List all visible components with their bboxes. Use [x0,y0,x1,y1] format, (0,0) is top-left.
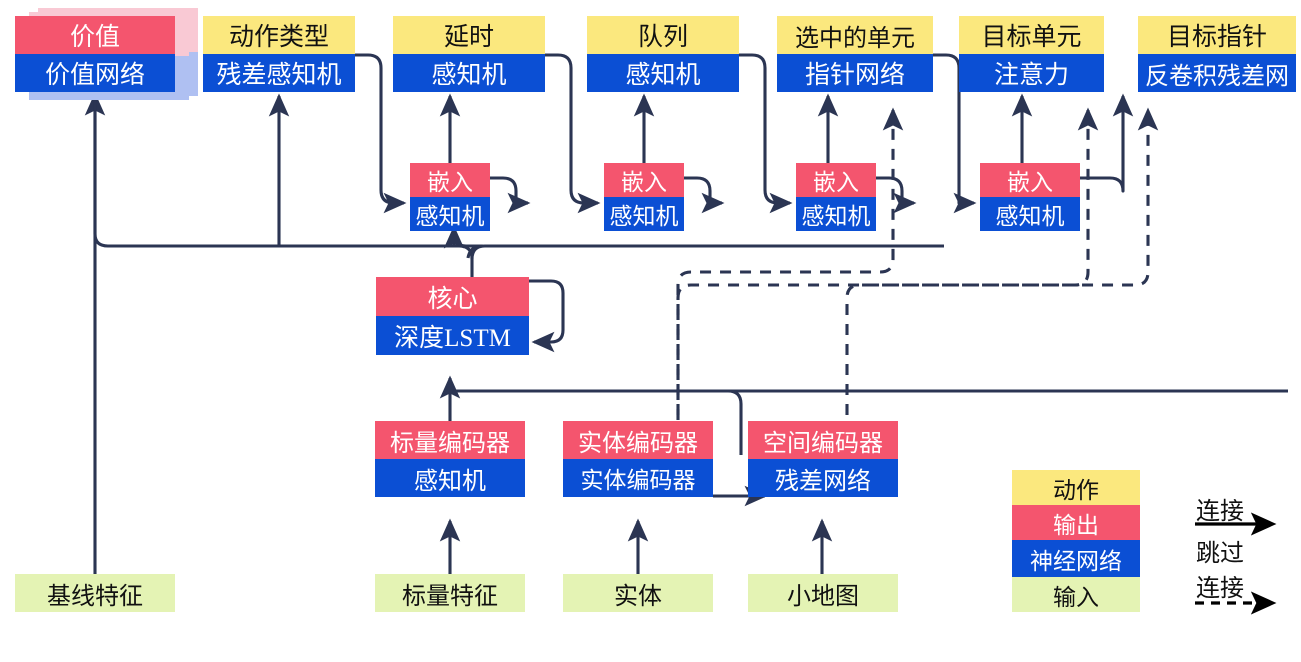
node-core[interactable]: 核心 深度LSTM [376,277,529,355]
node-target-unit[interactable]: 目标单元 注意力 [959,16,1104,92]
skip-spatialenc-to-targetpoint [845,107,1159,455]
legend-swatch-action: 动作 [1012,470,1140,505]
node-embed-1-top: 嵌入 [410,163,490,197]
node-value[interactable]: 价值 价值网络 [15,16,175,92]
node-spatial-encoder[interactable]: 空间编码器 残差网络 [748,421,898,497]
node-scalar-features[interactable]: 标量特征 [375,574,525,612]
node-embed-3-top: 嵌入 [796,163,876,197]
node-core-bottom: 深度LSTM [376,316,529,355]
node-scalar-encoder[interactable]: 标量编码器 感知机 [375,421,525,497]
wire-core-bus-right [470,244,944,260]
legend-swatch-input: 输入 [1012,577,1140,612]
node-target-point-bottom: 反卷积残差网 [1138,54,1296,92]
node-embed-3[interactable]: 嵌入 感知机 [796,163,876,231]
node-embed-1[interactable]: 嵌入 感知机 [410,163,490,231]
node-embed-1-bottom: 感知机 [410,197,490,231]
node-action-type-bottom: 残差感知机 [203,54,355,92]
node-spatial-encoder-bottom: 残差网络 [748,459,898,497]
node-selected-units-top: 选中的单元 [777,16,933,54]
node-minimap[interactable]: 小地图 [748,574,898,612]
legend-skip-label-line1: 跳过 [1196,541,1244,567]
node-embed-2[interactable]: 嵌入 感知机 [604,163,684,231]
node-selected-units-bottom: 指针网络 [777,54,933,92]
node-embed-2-bottom: 感知机 [604,197,684,231]
node-embed-2-top: 嵌入 [604,163,684,197]
node-queue-top: 队列 [587,16,739,54]
skip-entityenc-to-selunits [676,107,904,455]
node-baseline-features[interactable]: 基线特征 [15,574,175,612]
wire-embed2-to-embed3 [684,176,722,205]
wire-bus-to-embed1-stub [452,228,484,259]
node-queue[interactable]: 队列 感知机 [587,16,739,92]
node-entity-encoder-bottom: 实体编码器 [563,459,713,497]
wire-embed1-to-embed2 [490,176,528,205]
legend-skip-label-line2: 连接 [1196,576,1244,602]
skip-entityenc-to-targetunit [676,107,1099,440]
wire-core-recurrent [529,279,565,353]
node-queue-bottom: 感知机 [587,54,739,92]
legend-swatch-output: 输出 [1012,505,1140,540]
wire-embed4-to-targetpoint [1080,93,1134,193]
node-core-top: 核心 [376,277,529,316]
legend-swatch-network: 神经网络 [1012,540,1140,577]
node-delay-bottom: 感知机 [393,54,545,92]
node-action-type[interactable]: 动作类型 残差感知机 [203,16,355,92]
node-action-type-top: 动作类型 [203,16,355,54]
node-selected-units[interactable]: 选中的单元 指针网络 [777,16,933,92]
node-embed-3-bottom: 感知机 [796,197,876,231]
node-delay[interactable]: 延时 感知机 [393,16,545,92]
node-scalar-encoder-bottom: 感知机 [375,459,525,497]
node-scalar-encoder-top: 标量编码器 [375,421,525,459]
wire-core-input-bus [452,389,1288,394]
node-target-unit-top: 目标单元 [959,16,1104,54]
node-target-point[interactable]: 目标指针 反卷积残差网 [1138,16,1296,92]
node-delay-top: 延时 [393,16,545,54]
node-embed-4-top: 嵌入 [980,163,1080,197]
node-entity-encoder[interactable]: 实体编码器 实体编码器 [563,421,713,497]
node-entity-encoder-top: 实体编码器 [563,421,713,459]
legend-swatches: 动作 输出 神经网络 输入 [1012,470,1140,612]
node-spatial-encoder-top: 空间编码器 [748,421,898,459]
node-value-bottom: 价值网络 [15,54,175,92]
node-target-point-top: 目标指针 [1138,16,1296,54]
wire-spatialenc-to-bus [727,389,743,455]
node-target-unit-bottom: 注意力 [959,54,1104,92]
node-embed-4[interactable]: 嵌入 感知机 [980,163,1080,231]
legend-connection-label: 连接 [1196,499,1244,525]
node-value-top: 价值 [15,16,175,54]
node-embed-4-bottom: 感知机 [980,197,1080,231]
wire-embed3-to-embed4 [876,176,914,205]
node-entities[interactable]: 实体 [563,574,713,612]
